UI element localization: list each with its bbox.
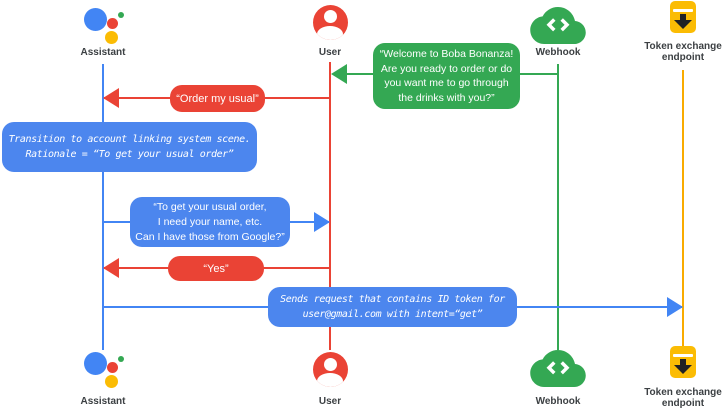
webhook-label-bottom: Webhook: [535, 396, 581, 407]
assistant-icon: [78, 0, 126, 44]
order-my-usual-bubble: “Order my usual”: [170, 85, 265, 112]
welcome-message-bubble: “Welcome to Boba Bonanza! Are you ready …: [373, 43, 520, 109]
token-endpoint-lifeline: [682, 70, 684, 346]
transition-note-bubble: Transition to account linking system sce…: [2, 122, 257, 172]
user-label-bottom: User: [318, 396, 342, 407]
arrowhead-right-icon: [314, 212, 330, 232]
webhook-label-top: Webhook: [535, 47, 581, 58]
user-icon: [312, 4, 348, 40]
assistant-label-top: Assistant: [80, 47, 126, 58]
webhook-cloud-icon: [530, 350, 586, 387]
assistant-label-bottom: Assistant: [80, 396, 126, 407]
need-details-bubble: “To get your usual order, I need your na…: [130, 197, 290, 247]
webhook-lifeline: [557, 64, 559, 350]
sends-request-note-bubble: Sends request that contains ID token for…: [268, 287, 517, 327]
arrowhead-left-icon: [331, 64, 347, 84]
user-icon: [312, 352, 348, 387]
user-label-top: User: [318, 47, 342, 58]
yes-bubble: “Yes”: [168, 256, 264, 281]
token-endpoint-icon: [670, 1, 696, 33]
arrowhead-left-icon: [103, 258, 119, 278]
arrowhead-right-icon: [667, 297, 683, 317]
assistant-icon: [78, 344, 126, 388]
token-endpoint-label-bottom: Token exchange endpoint: [644, 387, 722, 409]
token-endpoint-icon: [670, 346, 696, 378]
token-endpoint-label-top: Token exchange endpoint: [644, 41, 722, 63]
arrowhead-left-icon: [103, 88, 119, 108]
user-lifeline: [329, 62, 331, 350]
assistant-lifeline: [101, 64, 104, 350]
webhook-cloud-icon: [530, 7, 586, 44]
